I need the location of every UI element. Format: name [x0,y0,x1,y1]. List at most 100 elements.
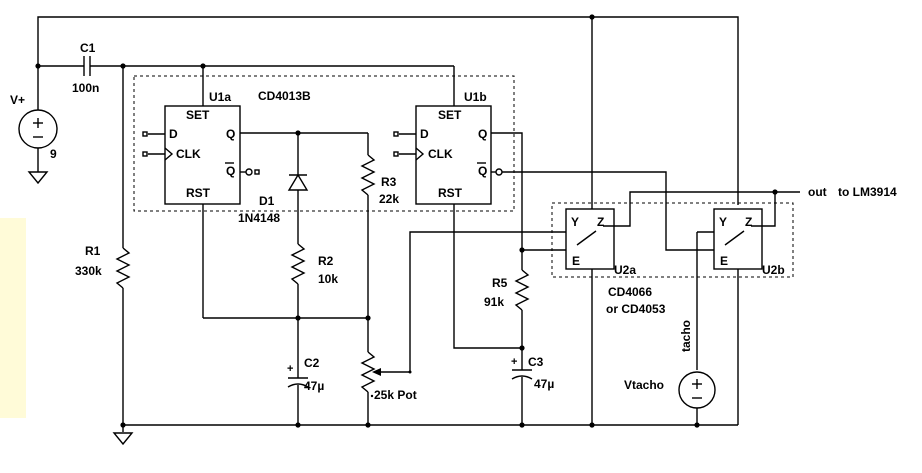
pot-label: 25k Pot [374,388,417,402]
u2-alt-part-number: or CD4053 [606,302,666,316]
pot-wiper-arrow [372,368,381,376]
r2-name: R2 [318,254,334,268]
ground-icon [27,171,49,185]
junction-dot [295,130,301,136]
r2-resistor [290,243,306,285]
r5-value: 91k [484,295,504,309]
r1-value: 330k [75,264,102,278]
u1b-q-label: Q [478,127,487,141]
junction-dot [408,370,412,374]
r1-name: R1 [85,244,101,258]
u1a-qbar-bubble [245,168,253,176]
u1-part-number: CD4013B [258,89,311,103]
vplus-source-symbol [18,109,58,149]
r3-value: 22k [379,192,399,206]
r3-resistor [360,154,376,196]
u1b-qbar-bubble [495,168,503,176]
c3-name: C3 [528,355,544,369]
junction-dot [589,14,595,20]
u1b-d-pin-end [393,131,399,137]
u2a-y-label: Y [571,215,579,229]
wire-u1b-rst [453,204,522,349]
u1b-d-label: D [420,127,429,141]
u1a-d-label: D [169,127,178,141]
u2a-switch [565,208,615,270]
highlight-strip [0,218,26,418]
junction-dot [120,63,126,69]
u1a-label: U1a [209,90,231,104]
c3-value: 47µ [534,377,554,391]
u1a-qbar-label: Q [226,164,235,178]
c2-plate-bottom [287,383,309,388]
u2-package-outline [551,202,794,278]
u1a-q-label: Q [226,127,235,141]
u2b-switch [713,208,763,270]
junction-dot [772,189,778,195]
u2b-contact [724,230,745,246]
u1a-set-label: SET [186,108,210,122]
wire-u2b-z [751,192,776,227]
d1-name: D1 [259,194,275,208]
tacho-label: tacho [679,320,693,352]
u1a-clk-pin-end [142,151,148,157]
junction-dot [519,422,525,428]
u1a-qbar-pin-end [254,169,260,175]
junction-dot [694,422,700,428]
u2b-z-label: Z [745,215,752,229]
junction-dot [120,422,126,428]
pot-resistor [360,351,376,393]
junction-dot [519,345,525,351]
wire-u1b-qbar [502,171,714,251]
u1a-clk-label: CLK [176,147,201,161]
wire-pot-to-u2a [409,231,589,372]
junction-dot [365,422,371,428]
junction-dot [365,315,371,321]
lm3914-label: to LM3914 [838,185,897,199]
u1a-d-pin-end [142,131,148,137]
u1b-label: U1b [464,90,487,104]
d1-value: 1N4148 [238,211,280,225]
r2-value: 10k [318,272,338,286]
junction-dot [295,315,301,321]
u1b-set-label: SET [438,108,462,122]
vplus-value: 9 [50,147,57,161]
u2b-label: U2b [762,263,785,277]
junction-dot [295,422,301,428]
c2-value: 47µ [304,379,324,393]
u1-package-outline [133,75,515,212]
u1b-qbar-label: Q [478,164,487,178]
u2a-e-label: E [572,254,580,268]
r3-name: R3 [381,175,397,189]
u2b-y-label: Y [719,215,727,229]
r5-resistor [514,269,530,311]
junction-dot [589,422,595,428]
u2a-contact [576,230,597,246]
junction-dot [519,247,525,253]
vtacho-label: Vtacho [624,378,664,392]
junction-dot [35,63,41,69]
wire-top-rail [37,16,739,205]
c2-name: C2 [304,356,320,370]
vplus-name: V+ [10,93,25,107]
c2-plus-mark: + [287,363,293,375]
u1b-clk-pin-end [393,151,399,157]
u1b-clk-wedge [415,147,425,161]
u2a-z-label: Z [597,215,604,229]
r5-name: R5 [492,276,508,290]
ground-icon-bottom [112,432,134,446]
u1b-clk-label: CLK [428,147,453,161]
wire-u2a-z [603,191,775,227]
c1-value: 100n [72,81,99,95]
c3-plus-mark: + [511,356,517,368]
u2-part-number: CD4066 [608,285,652,299]
c1-name: C1 [80,41,96,55]
wire-u1b-q [491,132,523,250]
u1b-rst-label: RST [438,186,463,200]
junction-dot [200,63,206,69]
u1a-clk-wedge [164,147,174,161]
d1-diode [287,173,309,191]
u2b-e-label: E [720,254,728,268]
pot-label-dot [370,394,374,398]
u2a-label: U2a [614,263,636,277]
